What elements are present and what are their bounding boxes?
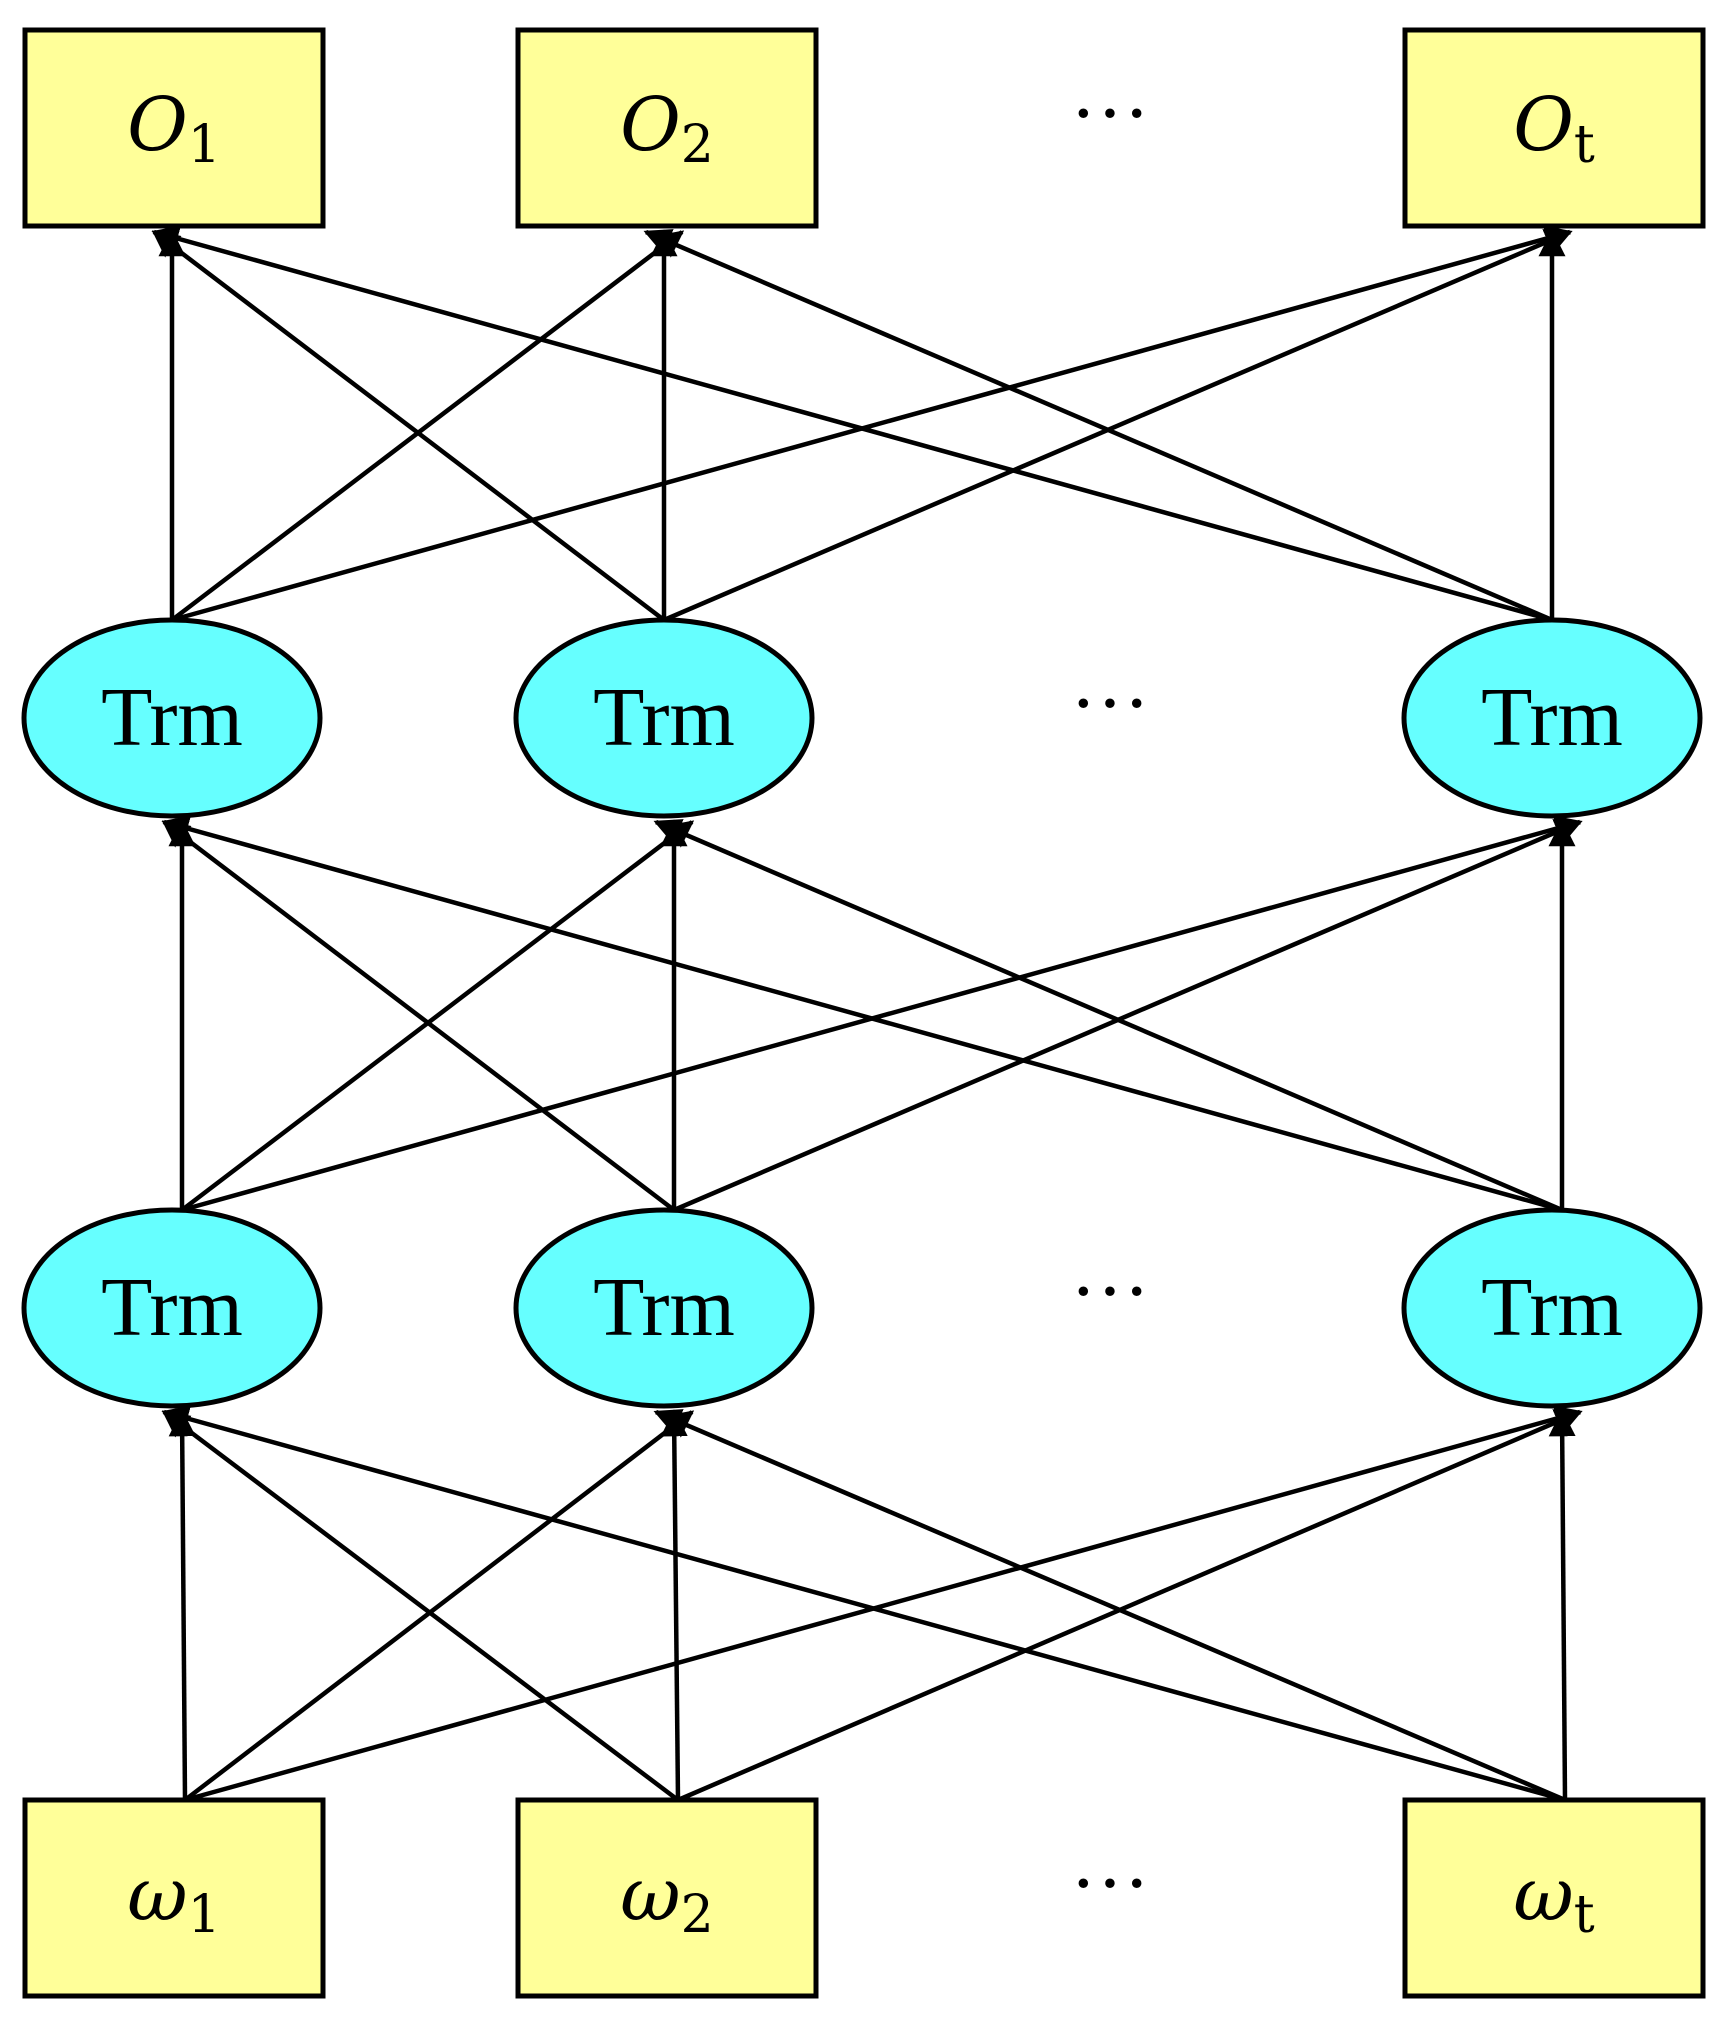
input-label-2: ω2: [620, 1852, 713, 1945]
trm-node-l1-1-shape: [21, 1207, 323, 1409]
trm-node-l1-t-shape: [1401, 1207, 1703, 1409]
input-label-t: ωt: [1513, 1852, 1594, 1945]
trm-label-l2-1: Trm: [101, 671, 243, 764]
edge-in-to-l1-1-t: [184, 1405, 1583, 1803]
trm-label-l2-2: Trm: [593, 671, 735, 764]
output-box-1-shape: [22, 27, 326, 229]
output-label-1: O1: [127, 82, 221, 175]
edge-in-to-l1-1-2: [183, 1410, 695, 1802]
layer1-ellipsis: ···: [1070, 1248, 1150, 1336]
edge-in-to-l1-t-1: [161, 1405, 1566, 1803]
input-box-1: ω1: [22, 1797, 326, 1999]
trm-node-l1-t: Trm: [1401, 1207, 1703, 1409]
trm-node-l2-2-shape: [513, 617, 815, 819]
edge-in-to-l1-2-1: [161, 1410, 680, 1802]
edge-l1-to-l2-1-t: [181, 815, 1583, 1213]
input-box-2-shape: [515, 1797, 819, 1999]
trm-node-l2-1: Trm: [21, 617, 323, 819]
trm-node-l1-2-shape: [513, 1207, 815, 1409]
edge-in-to-l1-t-2: [653, 1409, 1566, 1803]
trm-node-l1-2: Trm: [513, 1207, 815, 1409]
trm-label-l1-1: Trm: [101, 1261, 243, 1354]
edge-l1-to-l2-t-2: [653, 819, 1563, 1213]
edge-in-to-l1-2-2: [660, 1409, 688, 1801]
edge-in-to-l1-2-t: [677, 1409, 1583, 1803]
output-label-2: O2: [620, 82, 714, 175]
trm-label-l1-t: Trm: [1481, 1261, 1623, 1354]
trm-node-l2-t-shape: [1401, 617, 1703, 819]
output-box-t: Ot: [1402, 27, 1706, 229]
input-box-1-shape: [22, 1797, 326, 1999]
input-box-t-shape: [1402, 1797, 1706, 1999]
output-box-2-shape: [515, 27, 819, 229]
input-label-1: ω1: [127, 1852, 220, 1945]
edge-l2-to-out-2-1: [151, 230, 666, 622]
edges: [151, 225, 1583, 1803]
trm-node-l2-1-shape: [21, 617, 323, 819]
output-box-t-shape: [1402, 27, 1706, 229]
input-box-2: ω2: [515, 1797, 819, 1999]
edge-l2-to-out-t-1: [151, 225, 1553, 623]
trm-node-l2-t: Trm: [1401, 617, 1703, 819]
trm-node-l2-2: Trm: [513, 617, 815, 819]
edge-in-to-l1-t-t: [1548, 1409, 1576, 1801]
edge-l2-to-out-1-t: [171, 225, 1573, 623]
edge-l2-to-out-t-2: [643, 229, 1553, 623]
output-box-2: O2: [515, 27, 819, 229]
output-ellipsis: ···: [1070, 70, 1150, 158]
output-box-1: O1: [22, 27, 326, 229]
edge-in-to-l1-1-1: [168, 1409, 196, 1801]
edge-l2-to-out-2-t: [663, 229, 1573, 623]
edge-l1-to-l2-2-t: [673, 819, 1583, 1213]
edge-l1-to-l2-2-1: [161, 820, 676, 1212]
input-ellipsis: ···: [1070, 1840, 1150, 1928]
output-label-t: Ot: [1513, 82, 1595, 175]
edge-l1-to-l2-1-2: [180, 820, 695, 1212]
edge-l2-to-out-1-2: [170, 230, 685, 622]
trm-node-l1-1: Trm: [21, 1207, 323, 1409]
edge-l1-to-l2-t-1: [161, 815, 1563, 1213]
trm-label-l2-t: Trm: [1481, 671, 1623, 764]
layer2-ellipsis: ···: [1070, 660, 1150, 748]
trm-label-l1-2: Trm: [593, 1261, 735, 1354]
input-box-t: ωt: [1402, 1797, 1706, 1999]
